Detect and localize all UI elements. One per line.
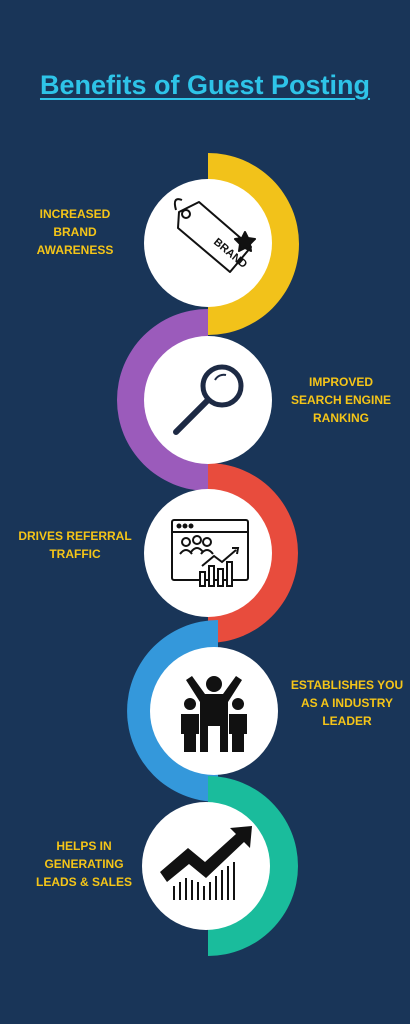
benefit-label-3: DRIVES REFERRAL TRAFFIC	[10, 527, 140, 563]
arc-yellow	[208, 153, 299, 335]
benefit-label-line: IMPROVED	[308, 375, 373, 389]
page-title: Benefits of Guest Posting	[39, 70, 371, 100]
benefit-label-4: ESTABLISHES YOU AS A INDUSTRY LEADER	[290, 676, 404, 730]
leader-group-icon	[181, 676, 247, 752]
benefit-label-line: BRAND	[53, 225, 97, 239]
benefit-label-line: RANKING	[313, 411, 369, 425]
benefit-label-1: INCREASED BRAND AWARENESS	[20, 205, 130, 259]
benefit-label-line: AS A INDUSTRY	[300, 696, 393, 710]
traffic-dashboard-icon	[171, 519, 249, 587]
arc-blue	[127, 620, 218, 802]
benefit-label-2: IMPROVED SEARCH ENGINE RANKING	[284, 373, 398, 427]
arc-purple	[117, 309, 208, 491]
icon-circle-3	[144, 489, 272, 617]
magnifier-icon	[173, 364, 244, 435]
benefit-label-line: LEADS & SALES	[35, 875, 132, 889]
benefit-label-line: GENERATING	[44, 857, 124, 871]
benefit-label-line: LEADER	[322, 714, 372, 728]
arc-teal	[208, 776, 298, 956]
benefit-label-line: SEARCH ENGINE	[290, 393, 391, 407]
benefit-label-line: TRAFFIC	[49, 547, 101, 561]
benefit-label-line: ESTABLISHES YOU	[290, 678, 404, 692]
growth-arrow-icon	[160, 826, 252, 900]
benefit-label-line: HELPS IN	[56, 839, 112, 853]
benefit-label-5: HELPS IN GENERATING LEADS & SALES	[28, 837, 140, 891]
benefit-label-line: DRIVES REFERRAL	[18, 529, 132, 543]
benefit-label-line: AWARENESS	[36, 243, 114, 257]
icon-circle-1	[144, 179, 272, 307]
arc-red	[208, 463, 298, 643]
benefit-label-line: INCREASED	[39, 207, 111, 221]
